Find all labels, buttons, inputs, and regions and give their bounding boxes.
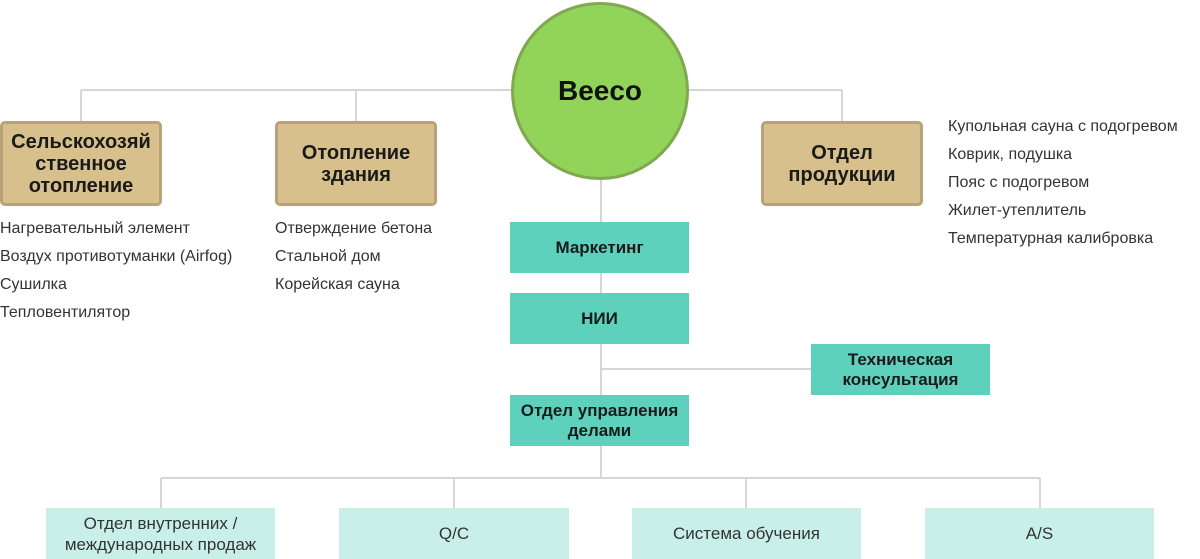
division-products-label-line-2: продукции xyxy=(788,163,896,186)
division-agri-label-line-2: ственное xyxy=(35,152,127,175)
unit-research: НИИ xyxy=(510,293,689,344)
list-item: Корейская сауна xyxy=(275,276,400,293)
unit-tech-consulting: Техническая консультация xyxy=(811,344,990,395)
list-item: Отверждение бетона xyxy=(275,220,433,237)
list-item: Воздух противотуманки (Airfog) xyxy=(0,248,233,265)
unit-tech-consulting-line-2: консультация xyxy=(842,369,959,389)
dept-after-sales: A/S xyxy=(925,508,1154,559)
unit-research-label: НИИ xyxy=(581,308,618,328)
unit-management-line-1: Отдел управления xyxy=(520,400,679,420)
dept-sales: Отдел внутренних / международных продаж xyxy=(46,508,275,559)
division-agri-label-line-1: Сельскохозяй xyxy=(11,130,151,153)
unit-tech-consulting-line-1: Техническая xyxy=(847,349,954,369)
division-products-items: Купольная сауна с подогревом Коврик, под… xyxy=(948,113,1178,253)
division-products: Отдел продукции xyxy=(761,121,923,206)
list-item: Сушилка xyxy=(0,276,67,293)
division-products-label-line-1: Отдел xyxy=(811,141,873,164)
list-item: Жилет-утеплитель xyxy=(948,202,1087,219)
dept-sales-line-2: международных продаж xyxy=(64,534,257,554)
division-agri-label-line-3: отопление xyxy=(28,174,134,197)
root-label: Beeco xyxy=(557,75,643,106)
dept-quality-control-label: Q/C xyxy=(438,524,470,543)
division-building-label-line-1: Отопление xyxy=(301,141,411,164)
dept-training-system: Система обучения xyxy=(632,508,861,559)
list-item: Купольная сауна с подогревом xyxy=(948,118,1178,135)
list-item: Пояс с подогревом xyxy=(948,174,1090,191)
dept-training-system-label: Система обучения xyxy=(673,524,820,543)
division-building-items: Отверждение бетона Стальной дом Корейска… xyxy=(275,215,432,299)
division-building-label-line-2: здания xyxy=(321,163,391,186)
unit-marketing-label: Маркетинг xyxy=(555,237,644,257)
unit-management-line-2: делами xyxy=(567,420,632,440)
unit-marketing: Маркетинг xyxy=(510,222,689,273)
list-item: Нагревательный элемент xyxy=(0,220,190,237)
unit-management: Отдел управления делами xyxy=(510,395,689,446)
division-agri-heating: Сельскохозяй ственное отопление xyxy=(0,121,162,206)
dept-after-sales-label: A/S xyxy=(1025,524,1054,543)
list-item: Коврик, подушка xyxy=(948,146,1073,163)
dept-quality-control: Q/C xyxy=(339,508,569,559)
list-item: Стальной дом xyxy=(275,248,381,265)
list-item: Тепловентилятор xyxy=(0,304,131,321)
list-item: Температурная калибровка xyxy=(948,230,1154,247)
root-node: Beeco xyxy=(511,2,689,180)
dept-sales-line-1: Отдел внутренних / xyxy=(83,513,238,533)
division-building-heating: Отопление здания xyxy=(275,121,437,206)
division-agri-items: Нагревательный элемент Воздух противотум… xyxy=(0,215,232,327)
